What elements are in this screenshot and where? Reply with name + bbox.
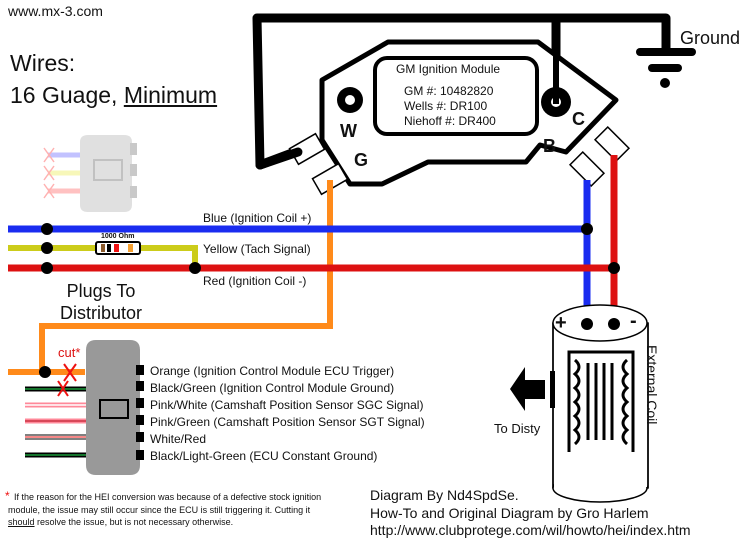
terminal-g-label: G bbox=[354, 150, 369, 170]
coil-minus: - bbox=[630, 310, 637, 332]
pin-label-black-lightgreen: Black/Light-Green (ECU Constant Ground) bbox=[150, 449, 378, 463]
pin-label-pink-white: Pink/White (Camshaft Position Sensor SGC… bbox=[150, 398, 424, 412]
cut-label: cut* bbox=[58, 345, 81, 360]
wires-title: Wires: bbox=[10, 50, 76, 76]
site-url: www.mx-3.com bbox=[8, 3, 103, 19]
ground-symbol-icon bbox=[636, 48, 696, 88]
tab-c bbox=[593, 125, 631, 163]
yellow-wire bbox=[8, 245, 198, 268]
wires-gauge: 16 Guage, Minimum bbox=[10, 82, 217, 109]
pin-label-orange: Orange (Ignition Control Module ECU Trig… bbox=[150, 364, 395, 378]
credits-url[interactable]: http://www.clubprotege.com/wil/howto/hei… bbox=[370, 522, 691, 538]
terminal-b-label: B bbox=[543, 136, 556, 156]
module-title: GM Ignition Module bbox=[396, 62, 501, 76]
module-gm-number: GM #: 10482820 bbox=[404, 84, 494, 98]
coil-label: External Coil bbox=[644, 345, 660, 425]
wires-gauge-text: 16 Guage, bbox=[10, 82, 124, 108]
plugs-label-line1: Plugs To bbox=[66, 281, 136, 301]
credits: Diagram By Nd4SpdSe. How-To and Original… bbox=[370, 487, 691, 540]
tab-g bbox=[311, 162, 349, 196]
ecu-connector bbox=[25, 340, 144, 475]
credits-line2: How-To and Original Diagram by Gro Harle… bbox=[370, 504, 649, 521]
footnote: *If the reason for the HEI conversion wa… bbox=[5, 489, 328, 529]
wires-minimum: Minimum bbox=[123, 82, 218, 108]
credits-line1: Diagram By Nd4SpdSe. bbox=[370, 487, 519, 503]
wire-label-yellow: Yellow (Tach Signal) bbox=[203, 242, 311, 256]
footnote-text-after: resolve the issue, but is not necessary … bbox=[34, 517, 234, 527]
arrow-left-icon bbox=[510, 367, 545, 411]
to-disty-label: To Disty bbox=[494, 421, 541, 436]
terminal-c-label: C bbox=[572, 109, 585, 129]
resistor-icon bbox=[95, 241, 141, 255]
footnote-emphasis: should bbox=[8, 517, 35, 527]
module-label-box bbox=[373, 56, 539, 136]
orange-wire bbox=[8, 180, 333, 375]
junction-dots bbox=[39, 223, 620, 378]
footnote-star: * bbox=[5, 489, 10, 503]
wire-label-blue: Blue (Ignition Coil +) bbox=[203, 211, 312, 225]
plugs-label-line2: Distributor bbox=[60, 303, 143, 323]
module-wells-number: Wells #: DR100 bbox=[404, 99, 488, 113]
coil-plus: + bbox=[555, 312, 567, 334]
external-coil-icon bbox=[510, 304, 649, 503]
pin-label-white-red: White/Red bbox=[150, 432, 207, 446]
old-distributor-connector bbox=[43, 135, 137, 212]
resistor-label: 1000 Ohm bbox=[101, 233, 135, 240]
tab-b bbox=[568, 150, 606, 188]
pin-label-black-green: Black/Green (Ignition Control Module Gro… bbox=[150, 381, 395, 395]
footnote-text-before: If the reason for the HEI conversion was… bbox=[8, 492, 322, 515]
module-niehoff-number: Niehoff #: DR400 bbox=[404, 114, 496, 128]
wire-label-red: Red (Ignition Coil -) bbox=[203, 274, 307, 288]
ground-label: Ground bbox=[680, 28, 741, 48]
pin-label-pink-green: Pink/Green (Camshaft Position Sensor SGT… bbox=[150, 415, 425, 429]
terminal-w-label: W bbox=[340, 121, 357, 141]
cut-mark-icon bbox=[57, 363, 77, 397]
